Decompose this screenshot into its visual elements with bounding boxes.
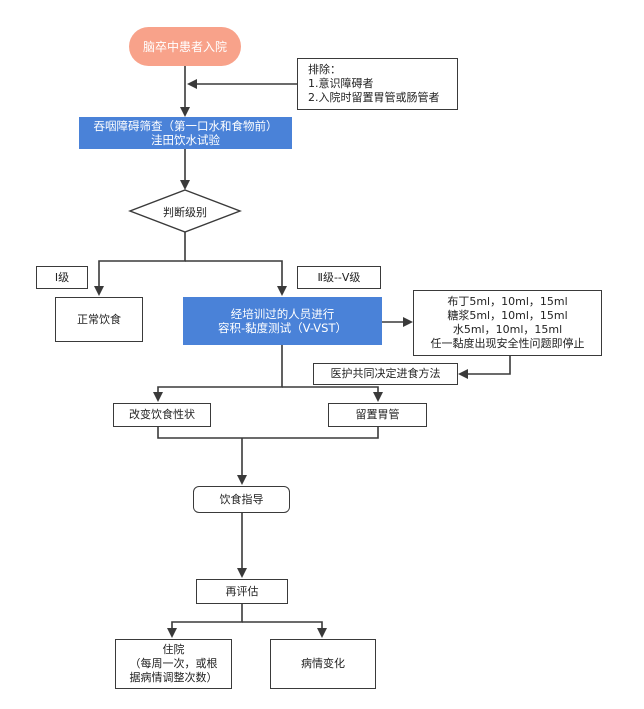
judge-label: 判断级别	[163, 206, 207, 219]
arrow-to-normal	[94, 232, 186, 296]
arrow-to-change-diet	[153, 345, 283, 402]
hospital-box: 住院 （每周一次，或根 据病情调整次数）	[115, 639, 232, 689]
start-node: 脑卒中患者入院	[129, 27, 241, 66]
condition-change-box: 病情变化	[270, 639, 376, 689]
guidance-box: 饮食指导	[193, 486, 290, 513]
tube-box: 留置胃管	[328, 403, 427, 427]
decide-box: 医护共同决定进食方法	[313, 363, 458, 385]
reassess-box: 再评估	[196, 579, 288, 604]
arrow-to-tube	[282, 386, 383, 402]
arrow-tests-to-decide	[458, 356, 511, 379]
exclusion-box: 排除： 1.意识障碍者 2.入院时留置胃管或肠管者	[297, 58, 458, 110]
merge-line	[157, 427, 379, 439]
judge-diamond	[128, 189, 242, 233]
screening-box: 吞咽障碍筛查（第一口水和食物前） 洼田饮水试验	[79, 117, 292, 149]
normal-diet-box: 正常饮食	[55, 297, 143, 342]
arrow-to-hospital	[167, 604, 243, 638]
change-diet-box: 改变饮食性状	[113, 403, 211, 427]
test-items-box: 布丁5ml，10ml，15ml 糖浆5ml，10ml，15ml 水5ml，10m…	[413, 290, 602, 356]
arrow-to-change	[242, 621, 327, 638]
vvst-box: 经培训过的人员进行 容积-黏度测试（V-VST）	[183, 297, 382, 345]
grade2-5-label: Ⅱ级--Ⅴ级	[297, 266, 381, 289]
grade1-label: Ⅰ级	[36, 266, 88, 289]
arrow-to-vvst	[185, 260, 287, 296]
